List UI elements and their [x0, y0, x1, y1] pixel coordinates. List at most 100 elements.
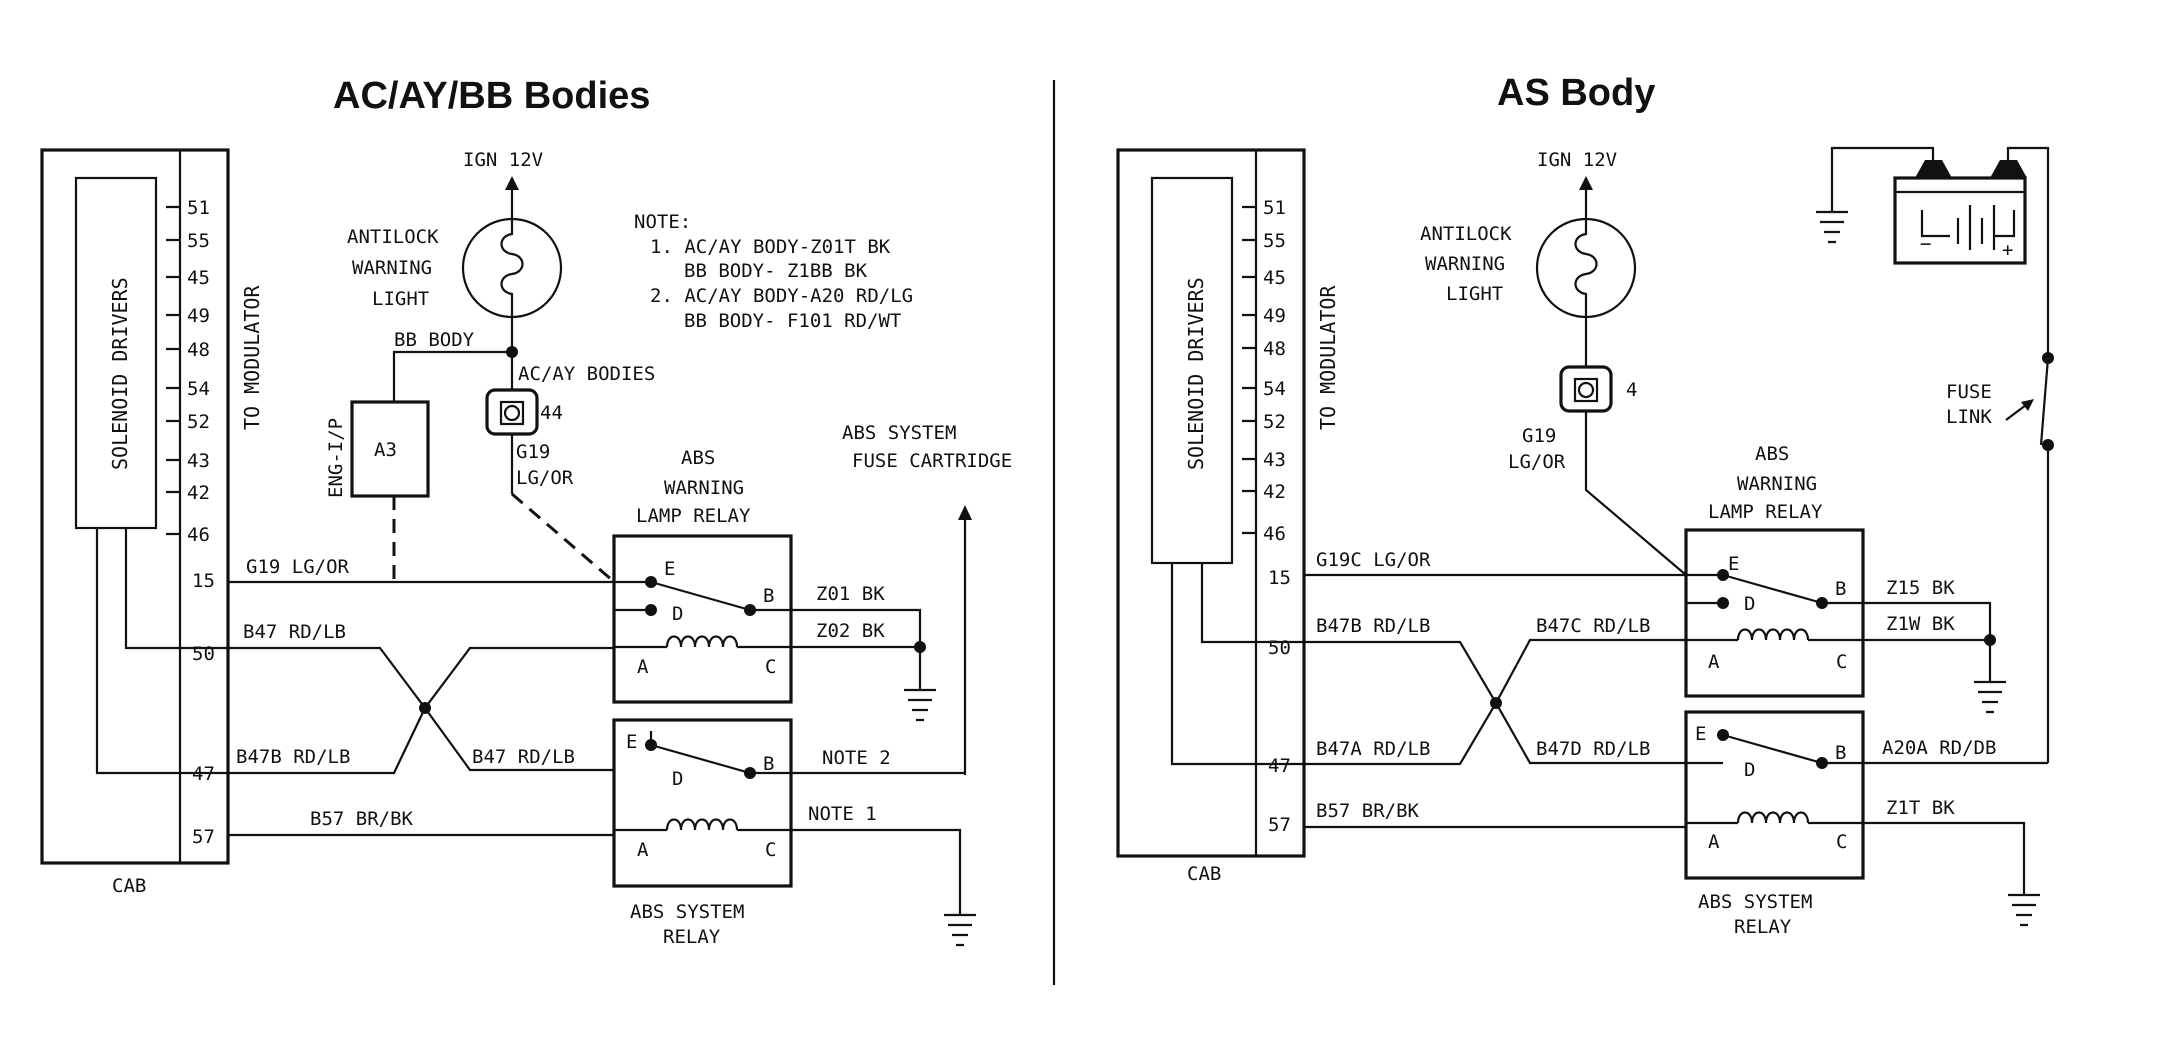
right-to-modulator-label: TO MODULATOR — [1316, 285, 1340, 430]
right-wire-z1w-label: Z1W BK — [1886, 613, 1955, 635]
right-solenoid-drivers-label: SOLENOID DRIVERS — [1184, 277, 1208, 470]
left-wire-b47-2-label: B47 RD/LB — [472, 746, 575, 768]
left-ign-arrow-icon — [505, 176, 519, 190]
left-note-line-4: BB BODY- F101 RD/WT — [684, 310, 901, 332]
left-warning-relay-label-3: LAMP RELAY — [636, 505, 751, 527]
left-a3-label: A3 — [374, 439, 397, 461]
left-pin-label: 54 — [187, 378, 210, 400]
right-battery-minus: − — [1920, 233, 1931, 255]
left-wire-z02-label: Z02 BK — [816, 620, 885, 642]
left-connector-44 — [485, 388, 539, 436]
right-ground-icon-2 — [2008, 893, 2040, 927]
right-wire-z1t — [1863, 821, 2026, 895]
left-note-line-2: BB BODY- Z1BB BK — [684, 260, 868, 282]
left-acay-bodies-label: AC/AY BODIES — [518, 363, 655, 385]
right-system-relay: E D B A C ABS SYSTEM RELAY — [1684, 710, 1865, 938]
left-wire-note1-label: NOTE 1 — [808, 803, 877, 825]
left-note-line-1: 1. AC/AY BODY-Z01T BK — [650, 236, 891, 258]
right-battery-ground-icon — [1816, 210, 1848, 244]
left-lamp-label-1: ANTILOCK — [347, 226, 439, 248]
relay-pin-a: A — [637, 656, 649, 678]
relay-pin-e: E — [1728, 553, 1739, 575]
right-pin-label: 52 — [1263, 411, 1286, 433]
left-bb-body-label: BB BODY — [394, 329, 475, 351]
right-pin-label: 45 — [1263, 267, 1286, 289]
relay-pin-d: D — [672, 768, 683, 790]
right-wire-z15 — [1822, 601, 1992, 640]
right-wire-b57-label: B57 BR/BK — [1316, 800, 1420, 822]
relay-pin-a: A — [1708, 831, 1720, 853]
right-pin-label: 46 — [1263, 523, 1286, 545]
right-title: AS Body — [1497, 72, 1655, 114]
left-wire-g19-label: G19 LG/OR — [246, 556, 350, 578]
left-lgor-label: LG/OR — [516, 467, 574, 489]
right-solenoid-drivers-box — [1150, 176, 1234, 565]
right-pin-label: 54 — [1263, 378, 1286, 400]
left-pin-label: 48 — [187, 339, 210, 361]
left-ground-icon-2 — [944, 913, 976, 947]
right-pin-label: 42 — [1263, 481, 1286, 503]
right-wire-b47c-label: B47C RD/LB — [1536, 615, 1650, 637]
relay-pin-c: C — [765, 656, 776, 678]
right-cab-box — [1116, 148, 1306, 858]
right-warning-relay-label-3: LAMP RELAY — [1708, 501, 1823, 523]
right-wire-b47d-label: B47D RD/LB — [1536, 738, 1650, 760]
right-ground-icon — [1974, 680, 2006, 714]
right-lamp-label-3: LIGHT — [1446, 283, 1503, 305]
right-pin-label: 47 — [1268, 755, 1291, 777]
left-warning-relay-label-1: ABS — [681, 447, 715, 469]
relay-pin-d: D — [1744, 759, 1755, 781]
left-system-relay-label-1: ABS SYSTEM — [630, 901, 744, 923]
left-note-line-3: 2. AC/AY BODY-A20 RD/LG — [650, 285, 913, 307]
right-wire-b47b-label: B47B RD/LB — [1316, 615, 1430, 637]
relay-pin-e: E — [664, 558, 675, 580]
right-cab-label: CAB — [1187, 863, 1221, 885]
right-lamp-label-2: WARNING — [1425, 253, 1505, 275]
left-wire-z01-label: Z01 BK — [816, 583, 885, 605]
right-g19-label: G19 — [1522, 425, 1556, 447]
left-pin-label: 42 — [187, 482, 210, 504]
left-pin-label: 52 — [187, 411, 210, 433]
right-cab-module: SOLENOID DRIVERS TO MODULATOR CAB 51 55 … — [1116, 148, 1340, 885]
left-cab-module: SOLENOID DRIVERS TO MODULATOR CAB 51 55 … — [40, 148, 264, 897]
right-lamp-label-1: ANTILOCK — [1420, 223, 1512, 245]
left-ground-icon — [904, 688, 936, 722]
relay-pin-e: E — [1695, 723, 1706, 745]
relay-pin-b: B — [763, 585, 774, 607]
left-solenoid-drivers-label: SOLENOID DRIVERS — [108, 277, 132, 470]
left-fuse-cartridge-label-1: ABS SYSTEM — [842, 422, 956, 444]
right-wire-z15-label: Z15 BK — [1886, 577, 1955, 599]
right-battery-icon: − + — [1893, 160, 2027, 265]
relay-pin-c: C — [1836, 831, 1847, 853]
right-wire-b47a-label: B47A RD/LB — [1316, 738, 1430, 760]
left-wire-z01 — [750, 608, 922, 647]
left-cab-box — [40, 148, 230, 865]
right-pin-label: 55 — [1263, 230, 1286, 252]
relay-pin-a: A — [637, 839, 649, 861]
relay-pin-b: B — [1835, 578, 1846, 600]
right-warning-light: IGN 12V ANTILOCK WARNING LIGHT — [1420, 149, 1637, 367]
left-pin-label: 15 — [192, 570, 215, 592]
left-wire-b47b-label: B47B RD/LB — [236, 746, 350, 768]
right-warning-relay-label-1: ABS — [1755, 443, 1789, 465]
right-connector-number: 4 — [1626, 379, 1637, 401]
right-wire-z1w — [1863, 638, 1992, 682]
relay-pin-c: C — [1836, 651, 1847, 673]
right-warning-lamp-relay: ABS WARNING LAMP RELAY E D B A C — [1684, 443, 1865, 698]
right-system-relay-label-1: ABS SYSTEM — [1698, 891, 1812, 913]
left-system-relay: E D B A C ABS SYSTEM RELAY — [612, 718, 793, 948]
left-cab-label: CAB — [112, 875, 146, 897]
right-fuse-link-arrow-icon — [2021, 399, 2034, 411]
left-a3-module — [350, 400, 430, 498]
left-wire-note2-label: NOTE 2 — [822, 747, 891, 769]
right-fuse-link-label-2: LINK — [1946, 406, 1992, 428]
right-pin-label: 48 — [1263, 338, 1286, 360]
right-pin-label: 50 — [1268, 637, 1291, 659]
left-wire-z02 — [791, 645, 922, 690]
right-pin-label: 49 — [1263, 305, 1286, 327]
right-battery-plus: + — [2002, 239, 2013, 261]
left-warning-relay-label-2: WARNING — [664, 477, 744, 499]
left-wire-note1 — [791, 828, 962, 915]
left-lamp-label-2: WARNING — [352, 257, 432, 279]
left-note-heading: NOTE: — [634, 211, 691, 233]
